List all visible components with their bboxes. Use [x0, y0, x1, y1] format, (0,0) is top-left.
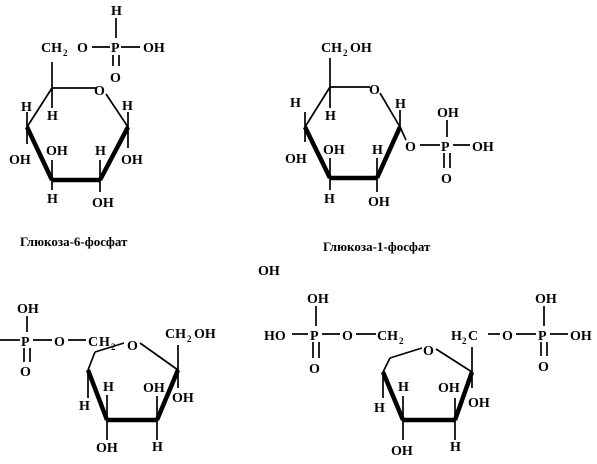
g1-ch2-subscript: 2	[343, 48, 348, 58]
f16-c2-oh: OH	[468, 396, 490, 411]
g1-c4-h: H	[290, 96, 301, 111]
f6-c3-h: H	[152, 440, 163, 455]
f16-h2c-h: H	[451, 329, 462, 344]
g1-phosphorus: P	[441, 140, 450, 155]
f16-right-phosphorus: P	[538, 329, 547, 344]
f6-ch2oh-subscript: 2	[187, 334, 192, 344]
f16-c5-h: H	[374, 401, 385, 416]
f6-c4-h: H	[103, 380, 114, 395]
g6-c4-h: H	[21, 100, 32, 115]
f6-phosphate-o: O	[20, 365, 31, 380]
g6-ring-oxygen: O	[94, 84, 105, 99]
f6-ring-oxygen: O	[127, 339, 138, 354]
g6-phosphate-h: H	[111, 4, 122, 19]
glucose-1-phosphate-structure	[302, 58, 470, 192]
g6-c3-oh: OH	[46, 144, 68, 159]
g1-c2-h: H	[372, 143, 383, 158]
f16-h2c-c: C	[468, 329, 478, 344]
g1-phosphate-o: O	[441, 172, 452, 187]
g6-phosphate-oh: OH	[143, 41, 165, 56]
g6-c1-h: H	[122, 99, 133, 114]
g6-c2-oh: OH	[92, 196, 114, 211]
g1-ch2-oh: OH	[350, 41, 372, 56]
f16-c3-oh-top: OH	[438, 381, 460, 396]
f16-right-phosphate-oh-right: OH	[570, 329, 592, 344]
g1-c3-h: H	[324, 192, 335, 207]
f16-left-phosphate-ho: HO	[264, 329, 286, 344]
g6-ester-oxygen: O	[77, 41, 88, 56]
g6-caption: Глюкоза-6-фосфат	[20, 234, 128, 249]
g6-c1-oh: OH	[121, 153, 143, 168]
g6-ch2-label: CH	[41, 41, 62, 56]
g6-ch2-subscript: 2	[63, 48, 68, 58]
f6-c5-h: H	[79, 399, 90, 414]
f16-ch2-subscript: 2	[399, 336, 404, 346]
g6-c4-oh: OH	[9, 153, 31, 168]
f16-c4-h: H	[398, 380, 409, 395]
f6-c2-oh: OH	[172, 391, 194, 406]
g6-c3-h: H	[47, 192, 58, 207]
fructose-1-6-bisphosphate-structure	[292, 306, 568, 440]
f6-c4-oh: OH	[96, 441, 118, 456]
g6-c2-h: H	[95, 144, 106, 159]
g1-phosphate-oh-right: OH	[472, 140, 494, 155]
g1-c5-h: H	[325, 109, 336, 124]
f6-phosphorus: P	[21, 335, 30, 350]
f16-left-phosphorus: P	[310, 329, 319, 344]
g1-ester-oxygen: O	[405, 140, 416, 155]
g1-c4-oh: OH	[285, 152, 307, 167]
g1-phosphate-oh-top: OH	[437, 106, 459, 121]
f16-right-ester-oxygen: O	[502, 329, 513, 344]
f6-c3-oh-top: OH	[143, 381, 165, 396]
g1-c3-oh: OH	[323, 143, 345, 158]
f16-c3-h: H	[450, 440, 461, 455]
stray-oh-label: OH	[258, 264, 280, 279]
f6-h-label: H	[99, 335, 110, 350]
f16-left-ester-oxygen: O	[342, 329, 353, 344]
g6-c5-h: H	[47, 109, 58, 124]
f16-ch2-label: CH	[377, 329, 398, 344]
f16-left-phosphate-oh: OH	[307, 292, 329, 307]
g1-ring-oxygen: O	[369, 83, 380, 98]
g1-c2-oh: OH	[368, 195, 390, 210]
fructose-6-phosphate-structure	[0, 316, 181, 440]
f16-right-phosphate-o: O	[538, 360, 549, 375]
f16-ring-oxygen: O	[423, 344, 434, 359]
f16-c4-oh: OH	[391, 444, 413, 459]
g1-caption: Глюкоза-1-фосфат	[323, 239, 431, 254]
f16-left-phosphate-o: O	[309, 362, 320, 377]
f6-ch2-subscript: 2	[111, 342, 116, 352]
glucose-6-phosphate-structure	[24, 18, 140, 192]
f6-ch2oh-label: CH	[165, 327, 186, 342]
g6-phosphorus: P	[111, 41, 120, 56]
f16-h2c-subscript: 2	[462, 336, 467, 346]
g1-c1-h: H	[395, 97, 406, 112]
f6-ester-oxygen: O	[54, 335, 65, 350]
g6-phosphate-o: O	[110, 71, 121, 86]
f16-right-phosphate-oh-top: OH	[535, 292, 557, 307]
f6-phosphate-oh: OH	[17, 302, 39, 317]
f6-ch2oh-oh: OH	[194, 327, 216, 342]
f6-c-label: C	[88, 335, 98, 350]
g1-ch2-label: CH	[321, 41, 342, 56]
